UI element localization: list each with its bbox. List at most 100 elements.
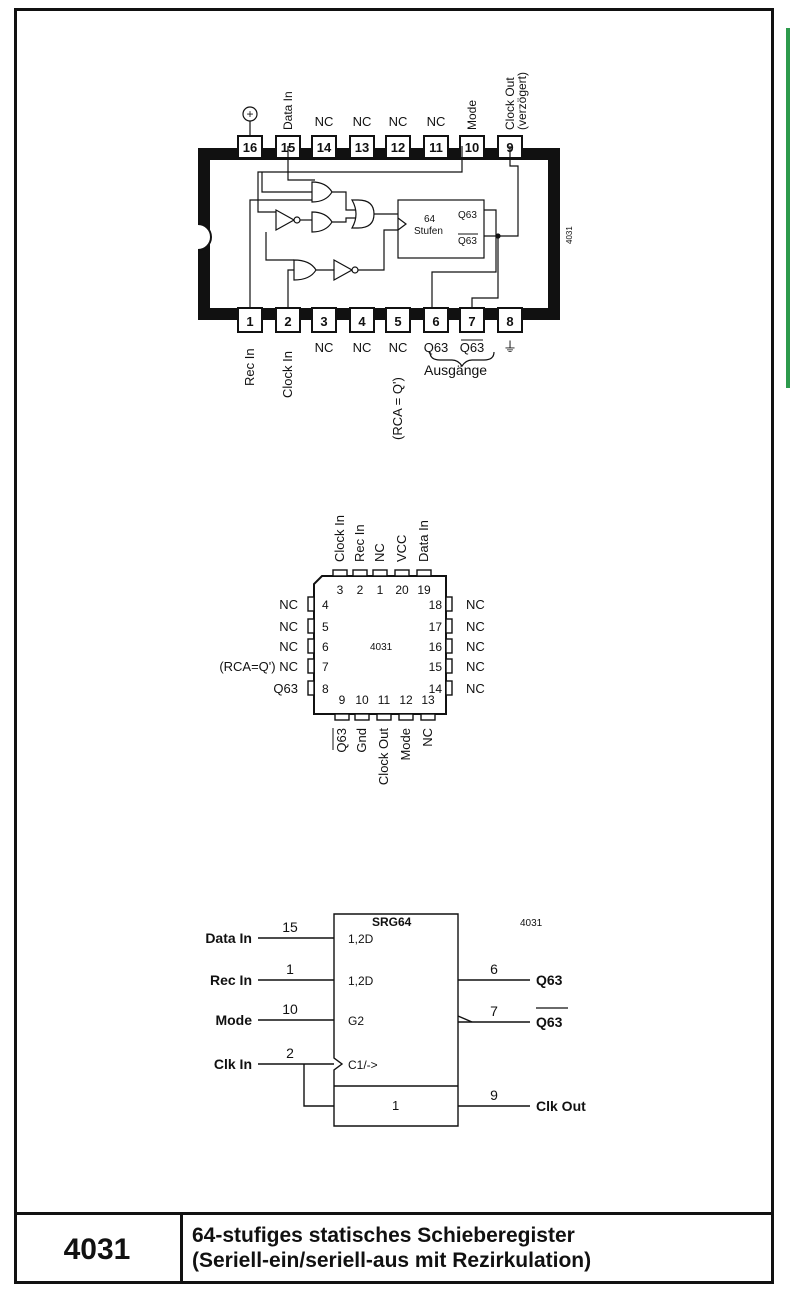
dip-pin-10-box bbox=[459, 135, 485, 159]
plcc-pin-3-number: 3 bbox=[337, 583, 344, 597]
dip-pin-6-number: 6 bbox=[432, 314, 439, 329]
plcc-chip-id: 4031 bbox=[370, 642, 393, 653]
plcc-pin-5-label: NC bbox=[279, 619, 298, 634]
plcc-pin-12-pad bbox=[398, 713, 414, 721]
plcc-pin-17-label: NC bbox=[466, 619, 485, 634]
dip-pin-10-label: Mode bbox=[465, 100, 479, 130]
dip-pin-2-label: Clock In bbox=[280, 351, 295, 398]
dip-pin-1-label: Rec In bbox=[242, 348, 257, 386]
plcc-pin-7-label: (RCA=Q') NC bbox=[219, 659, 298, 674]
dip-pin-11-label: NC bbox=[427, 114, 446, 129]
plcc-pin-9-label: Q63 bbox=[334, 728, 349, 753]
logic-input-rec-in-function: 1,2D bbox=[348, 974, 374, 988]
dip-pin-5-number: 5 bbox=[394, 314, 401, 329]
dip-pin-16-number: 16 bbox=[243, 140, 257, 155]
plcc-pin-12-label: Mode bbox=[398, 728, 413, 761]
dip-pin-12-box bbox=[385, 135, 411, 159]
dip-pin-16-label: + bbox=[246, 107, 253, 121]
srg64-title: SRG64 bbox=[372, 915, 412, 929]
logic-input-data-in-function: 1,2D bbox=[348, 932, 374, 946]
plcc-pin-10-pad bbox=[354, 713, 370, 721]
dip-notch bbox=[197, 223, 212, 251]
plcc-pin-13-pad bbox=[420, 713, 436, 721]
plcc-pin-18-label: NC bbox=[466, 597, 485, 612]
plcc-pin-2-label: Rec In bbox=[352, 524, 367, 562]
dip-pin-11-number: 11 bbox=[429, 140, 443, 155]
dip-pin-14-label: NC bbox=[315, 114, 334, 129]
clock-to-buffer-line bbox=[303, 1064, 334, 1107]
logic-input-rec-in-pin: 1 bbox=[286, 961, 294, 977]
plcc-pin-4-number: 4 bbox=[322, 598, 329, 612]
dip-internal-logic bbox=[249, 146, 519, 308]
plcc-pin-20-label: VCC bbox=[394, 535, 409, 562]
plcc-pin-19-pad bbox=[416, 569, 432, 577]
part-title-line-1: 64-stufiges statisches Schieberegister bbox=[192, 1224, 575, 1247]
green-edge-strip bbox=[786, 28, 790, 388]
plcc-pin-2-pad bbox=[352, 569, 368, 577]
plcc-pin-15-label: NC bbox=[466, 659, 485, 674]
plcc-pin-5-pad bbox=[307, 618, 315, 634]
logic-output-q63-7-name: Q63 bbox=[536, 1014, 563, 1030]
plcc-pin-9-pad bbox=[334, 713, 350, 721]
dip-pin-4-box bbox=[349, 307, 375, 333]
plcc-pin-11-label: Clock Out bbox=[376, 728, 391, 785]
dip-pin-5-box bbox=[385, 307, 411, 333]
part-title: 64-stufiges statisches Schieberegister (… bbox=[192, 1223, 591, 1273]
plcc-pin-19-number: 19 bbox=[417, 583, 431, 597]
plcc-pin-4-pad bbox=[307, 596, 315, 612]
dip-pin-3-label: NC bbox=[315, 340, 334, 355]
part-title-line-2: (Seriell-ein/seriell-aus mit Rezirkulati… bbox=[192, 1249, 592, 1272]
dip-pin-8-number: 8 bbox=[506, 314, 513, 329]
dip-pin-6-box bbox=[423, 307, 449, 333]
plcc-pin-18-pad bbox=[445, 596, 453, 612]
plcc-pin-7-number: 7 bbox=[322, 660, 329, 674]
plcc-pin-10-number: 10 bbox=[355, 693, 369, 707]
logic-input-mode-pin: 10 bbox=[282, 1001, 298, 1017]
plcc-pin-15-number: 15 bbox=[429, 660, 443, 674]
dip-register-out-qbar: Q63 bbox=[458, 236, 477, 247]
dip-pin-14-box bbox=[311, 135, 337, 159]
plcc-pin-5-number: 5 bbox=[322, 620, 329, 634]
dip-pin-14-number: 14 bbox=[317, 140, 332, 155]
dip-pin-5-label-2: (RCA = Q') bbox=[390, 377, 405, 440]
dip-pin-10-number: 10 bbox=[465, 140, 479, 155]
logic-output-clk-out-9-name: Clk Out bbox=[536, 1098, 586, 1114]
plcc-pin-14-pad bbox=[445, 680, 453, 696]
plcc-pin-16-label: NC bbox=[466, 639, 485, 654]
plcc-pin-4-label: NC bbox=[279, 597, 298, 612]
logic-input-mode-name: Mode bbox=[215, 1012, 252, 1028]
logic-input-mode-function: G2 bbox=[348, 1014, 364, 1028]
dip-pin-4-number: 4 bbox=[358, 314, 366, 329]
plcc-pin-12-number: 12 bbox=[399, 693, 413, 707]
plcc-pin-18-number: 18 bbox=[429, 598, 443, 612]
dip-pin-13-box bbox=[349, 135, 375, 159]
dip-pin-12-label: NC bbox=[389, 114, 408, 129]
plcc-pin-16-pad bbox=[445, 638, 453, 654]
dip-pin-3-number: 3 bbox=[320, 314, 327, 329]
plcc-pin-8-number: 8 bbox=[322, 682, 329, 696]
dip-pin-1-box bbox=[237, 307, 263, 333]
dip-chip-id: 4031 bbox=[565, 226, 574, 244]
dip-pin-13-label: NC bbox=[353, 114, 372, 129]
dip-pin-5-label: NC bbox=[389, 340, 408, 355]
plcc-pin-19-label: Data In bbox=[416, 520, 431, 562]
dip-register-out-q: Q63 bbox=[458, 210, 477, 221]
plcc-pin-2-number: 2 bbox=[357, 583, 364, 597]
plcc-pin-3-pad bbox=[332, 569, 348, 577]
plcc-pin-11-number: 11 bbox=[378, 693, 391, 707]
plcc-pin-13-label: NC bbox=[420, 728, 435, 747]
logic-output-clk-out-9-pin: 9 bbox=[490, 1087, 498, 1103]
srg64-block-outline bbox=[333, 913, 459, 1127]
logic-input-rec-in-name: Rec In bbox=[210, 972, 252, 988]
dip-pin-9-label-2: (verzögert) bbox=[515, 72, 529, 130]
logic-output-q63-6-name: Q63 bbox=[536, 972, 563, 988]
footer-bar: 4031 64-stufiges statisches Schieberegis… bbox=[14, 1212, 774, 1284]
dip-pin-11-box bbox=[423, 135, 449, 159]
